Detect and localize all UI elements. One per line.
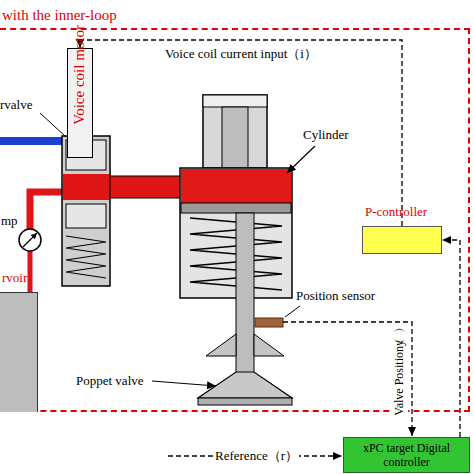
cylinder-chamber: [181, 169, 291, 203]
cylinder-rod: [222, 107, 248, 168]
supply-pipe: [0, 137, 63, 145]
pump-pipe: [30, 192, 63, 229]
tank-label: rvoir: [2, 269, 27, 287]
leader-line: [40, 113, 66, 137]
pump-label: mp: [1, 213, 18, 228]
reference-signal: Reference（r）: [214, 448, 299, 463]
digital-controller-box: xPC target Digital controller: [343, 437, 470, 473]
leader-arrow: [152, 381, 216, 386]
servovalve-port: [63, 174, 109, 200]
position-sensor: [255, 318, 283, 327]
leader-arrow: [287, 146, 315, 173]
cylinder-pipe: [110, 176, 181, 198]
poppet-head: [198, 372, 292, 398]
pump-arrow: [23, 233, 37, 247]
region-heading: with the inner-loop: [2, 6, 117, 24]
poppet-face: [198, 398, 292, 405]
servovalve-spring: [66, 236, 106, 278]
pump-gauge: [19, 229, 41, 251]
valve-seat: [254, 334, 284, 356]
signal-connector: [80, 40, 402, 226]
poppet-valve-label: Poppet valve: [76, 373, 144, 388]
leader-line: [285, 306, 300, 317]
voice-coil-motor-box: Voice coil motor: [67, 48, 93, 158]
servovalve-land: [66, 204, 106, 228]
cylinder-cap-top: [203, 95, 267, 107]
motor-label: Voice coil motor: [70, 25, 88, 125]
controller-label: P-controller: [365, 203, 427, 221]
position-sensor-label: Position sensor: [296, 288, 375, 303]
feedback-wire: [283, 322, 412, 436]
controller-label: xPC target Digital controller: [352, 441, 461, 469]
piston: [181, 203, 291, 213]
suction-pipe: [28, 251, 33, 292]
cylinder-label: Cylinder: [303, 127, 349, 142]
servovalve-body: [62, 136, 110, 286]
servovalve-label: rvalve: [0, 97, 32, 112]
valve-seat: [206, 334, 236, 356]
signal-label: Voice coil current input（i）: [164, 46, 318, 61]
reservoir-tank: rvoir: [0, 292, 38, 412]
p-controller-box: P-controller: [362, 226, 442, 254]
valve-position-signal: Valve Position（y）: [391, 340, 408, 416]
valve-stem: [236, 213, 254, 373]
cylinder-cap: [203, 95, 267, 168]
signal-connector: [442, 240, 460, 437]
